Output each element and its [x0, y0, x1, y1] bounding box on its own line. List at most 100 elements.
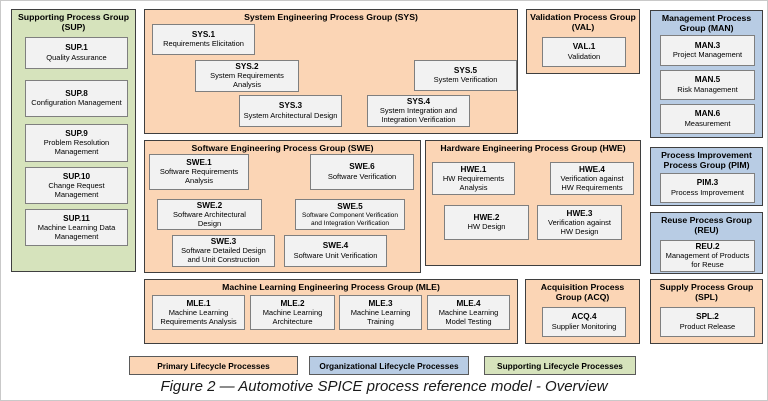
process-code: MLE.1 [186, 298, 211, 308]
group-spl: Supply Process Group (SPL) SPL.2 Product… [650, 279, 763, 344]
process-name: Change Request Management [48, 180, 105, 199]
group-spl-title: Supply Process Group (SPL) [659, 282, 754, 303]
process-box-mle4: MLE.4 Machine Learning Model Testing [427, 295, 510, 330]
process-code: SWE.5 [337, 201, 363, 211]
process-code: SYS.3 [278, 101, 303, 111]
process-box-swe1: SWE.1 Software Requirements Analysis [149, 154, 249, 190]
process-name: Quality Assurance [46, 52, 107, 62]
process-box-spl2: SPL.2 Product Release [660, 307, 755, 337]
group-pim-title: Process Improvement Process Group (PIM) [661, 150, 752, 171]
process-box-swe4: SWE.4 Software Unit Verification [284, 235, 387, 267]
process-code: SPL.2 [696, 312, 719, 322]
process-box-sys2: SYS.2 System Requirements Analysis [195, 60, 299, 92]
process-code: HWE.3 [566, 208, 593, 218]
process-code: PIM.3 [696, 178, 719, 188]
process-name: Software Component Verification and Inte… [301, 211, 399, 227]
process-code: HWE.2 [473, 212, 500, 222]
process-code: SUP.11 [63, 213, 90, 223]
process-name: Machine Learning Data Management [37, 222, 116, 241]
process-name: Machine Learning Model Testing [438, 307, 499, 326]
process-box-hwe2: HWE.2 HW Design [444, 205, 529, 240]
process-name: Machine Learning Architecture [262, 307, 323, 326]
process-name: Verification against HW Design [548, 217, 611, 236]
group-man: Management Process Group (MAN) MAN.3 Pro… [650, 10, 763, 138]
process-name: Machine Learning Requirements Analysis [160, 307, 237, 326]
process-name: Measurement [684, 118, 731, 128]
process-box-sys3: SYS.3 System Architectural Design [239, 95, 342, 127]
process-code: SWE.2 [196, 200, 223, 210]
process-box-sup8: SUP.8 Configuration Management [25, 80, 128, 117]
process-box-val1: VAL.1 Validation [542, 37, 626, 67]
group-man-title: Management Process Group (MAN) [661, 13, 752, 34]
process-box-mle2: MLE.2 Machine Learning Architecture [250, 295, 335, 330]
process-code: SUP.1 [65, 43, 88, 53]
process-code: ACQ.4 [571, 312, 597, 322]
process-name: Machine Learning Training [350, 307, 411, 326]
group-reu: Reuse Process Group (REU) REU.2 Manageme… [650, 212, 763, 274]
group-acq: Acquisition Process Group (ACQ) ACQ.4 Su… [525, 279, 640, 344]
figure-caption: Figure 2 — Automotive SPICE process refe… [160, 378, 608, 395]
process-box-sys5: SYS.5 System Verification [414, 60, 517, 91]
process-box-hwe4: HWE.4 Verification against HW Requiremen… [550, 162, 634, 195]
process-code: SUP.9 [65, 129, 88, 139]
process-box-swe6: SWE.6 Software Verification [310, 154, 414, 190]
process-name: Problem Resolution Management [43, 138, 110, 157]
process-code: VAL.1 [572, 42, 596, 52]
process-code: SYS.4 [406, 97, 431, 107]
process-code: SWE.6 [349, 162, 375, 172]
process-box-swe2: SWE.2 Software Architectural Design [157, 199, 262, 230]
process-name: Verification against HW Requirements [560, 173, 624, 192]
process-box-pim3: PIM.3 Process Improvement [660, 173, 755, 203]
process-name: Software Verification [327, 171, 397, 181]
process-code: HWE.4 [579, 164, 605, 174]
process-box-acq4: ACQ.4 Supplier Monitoring [542, 307, 626, 337]
process-box-hwe3: HWE.3 Verification against HW Design [537, 205, 622, 240]
process-name: Management of Products for Reuse [665, 251, 750, 270]
process-box-sup1: SUP.1 Quality Assurance [25, 37, 128, 69]
group-swe-title: Software Engineering Process Group (SWE) [191, 143, 374, 153]
group-reu-title: Reuse Process Group (REU) [661, 215, 752, 236]
process-box-sup10: SUP.10 Change Request Management [25, 167, 128, 204]
process-code: SYS.1 [191, 29, 216, 39]
process-name: HW Design [467, 222, 506, 232]
process-box-mle3: MLE.3 Machine Learning Training [339, 295, 422, 330]
process-box-sup9: SUP.9 Problem Resolution Management [25, 124, 128, 162]
process-box-hwe1: HWE.1 HW Requirements Analysis [432, 162, 515, 195]
process-box-swe3: SWE.3 Software Detailed Design and Unit … [172, 235, 275, 267]
group-hwe-title: Hardware Engineering Process Group (HWE) [440, 143, 626, 153]
process-name: Supplier Monitoring [551, 321, 617, 331]
legend-primary: Primary Lifecycle Processes [129, 356, 298, 375]
group-sup-title: Supporting Process Group (SUP) [17, 12, 130, 33]
process-code: REU.2 [695, 242, 720, 252]
process-name: Software Unit Verification [293, 250, 378, 260]
process-code: SYS.2 [235, 62, 259, 72]
process-name: System Architectural Design [243, 110, 338, 120]
process-code: MAN.3 [694, 40, 721, 50]
process-box-man5: MAN.5 Risk Management [660, 70, 755, 100]
process-name: Process Improvement [671, 187, 744, 197]
process-code: SWE.3 [210, 237, 237, 247]
process-code: SUP.8 [65, 88, 88, 98]
group-pim: Process Improvement Process Group (PIM) … [650, 147, 763, 206]
group-sup: Supporting Process Group (SUP) SUP.1 Qua… [11, 9, 136, 272]
group-swe: Software Engineering Process Group (SWE)… [144, 140, 421, 273]
group-sys: System Engineering Process Group (SYS) S… [144, 9, 518, 134]
process-code: MLE.3 [368, 298, 393, 308]
process-name: System Verification [433, 75, 498, 85]
process-box-reu2: REU.2 Management of Products for Reuse [660, 240, 755, 272]
group-val-title: Validation Process Group (VAL) [530, 12, 636, 33]
process-code: MLE.4 [456, 298, 481, 308]
group-sys-title: System Engineering Process Group (SYS) [244, 12, 418, 22]
process-box-man6: MAN.6 Measurement [660, 104, 755, 134]
process-code: SYS.5 [453, 65, 478, 75]
process-name: System Integration and Integration Verif… [379, 106, 458, 125]
process-code: MLE.2 [280, 298, 305, 308]
process-box-sys1: SYS.1 Requirements Elicitation [152, 24, 255, 55]
process-box-sys4: SYS.4 System Integration and Integration… [367, 95, 470, 127]
legend-organizational: Organizational Lifecycle Processes [309, 356, 469, 375]
process-code: MAN.5 [694, 75, 721, 85]
process-box-man3: MAN.3 Project Management [660, 35, 755, 66]
process-name: HW Requirements Analysis [442, 173, 505, 192]
group-mle: Machine Learning Engineering Process Gro… [144, 279, 518, 344]
